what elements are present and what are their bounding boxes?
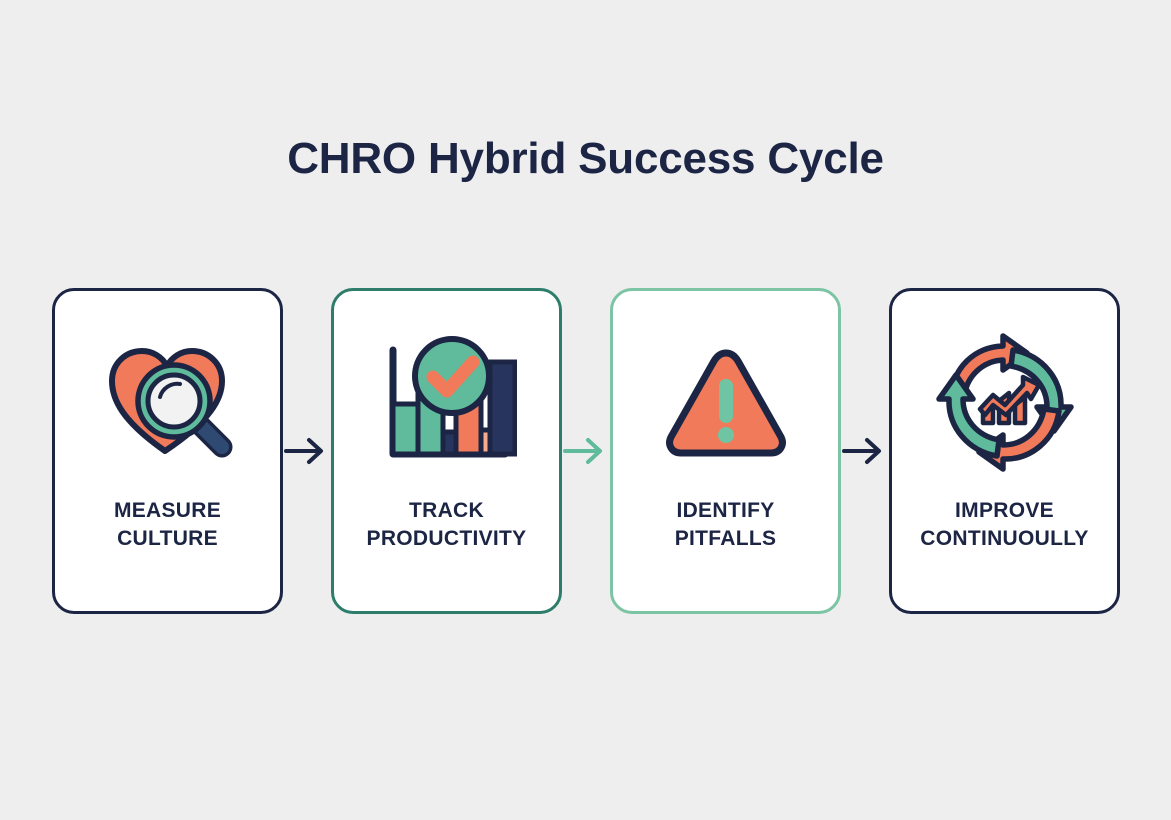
process-flow: MEASURE CULTURE	[52, 288, 1120, 614]
step-card-improve-continuously[interactable]: IMPROVE CONTINUOULLY	[889, 288, 1120, 614]
step-card-identify-pitfalls[interactable]: IDENTIFY PITFALLS	[610, 288, 841, 614]
connector-1	[283, 431, 331, 471]
arrow-right-icon	[284, 438, 323, 464]
continuous-improvement-cycle-icon	[935, 333, 1075, 473]
step-label-line2: CONTINUOULLY	[920, 526, 1089, 550]
step-label-line1: TRACK	[409, 499, 484, 522]
step-label-line2: PRODUCTIVITY	[366, 526, 527, 550]
connector-2	[562, 431, 610, 471]
step-label-line1: MEASURE	[113, 499, 222, 522]
step-label-line2: CULTURE	[117, 526, 218, 550]
warning-triangle-icon	[656, 333, 796, 473]
step-label-line1: IDENTIFY	[676, 499, 775, 522]
step-card-label: IMPROVE CONTINUOULLY	[902, 497, 1107, 552]
page-title: CHRO Hybrid Success Cycle	[287, 134, 884, 183]
step-card-label: TRACK PRODUCTIVITY	[344, 497, 549, 552]
step-card-track-productivity[interactable]: TRACK PRODUCTIVITY	[331, 288, 562, 614]
step-card-measure-culture[interactable]: MEASURE CULTURE	[52, 288, 283, 614]
heart-magnifier-icon	[98, 333, 238, 473]
arrow-right-icon	[563, 438, 602, 464]
step-card-label: MEASURE CULTURE	[65, 497, 270, 552]
arrow-right-icon	[842, 438, 881, 464]
step-label-line2: PITFALLS	[674, 526, 777, 550]
step-card-label: IDENTIFY PITFALLS	[623, 497, 828, 552]
bar-chart-check-icon	[377, 333, 517, 473]
step-label-line1: IMPROVE	[955, 499, 1054, 522]
connector-3	[841, 431, 889, 471]
